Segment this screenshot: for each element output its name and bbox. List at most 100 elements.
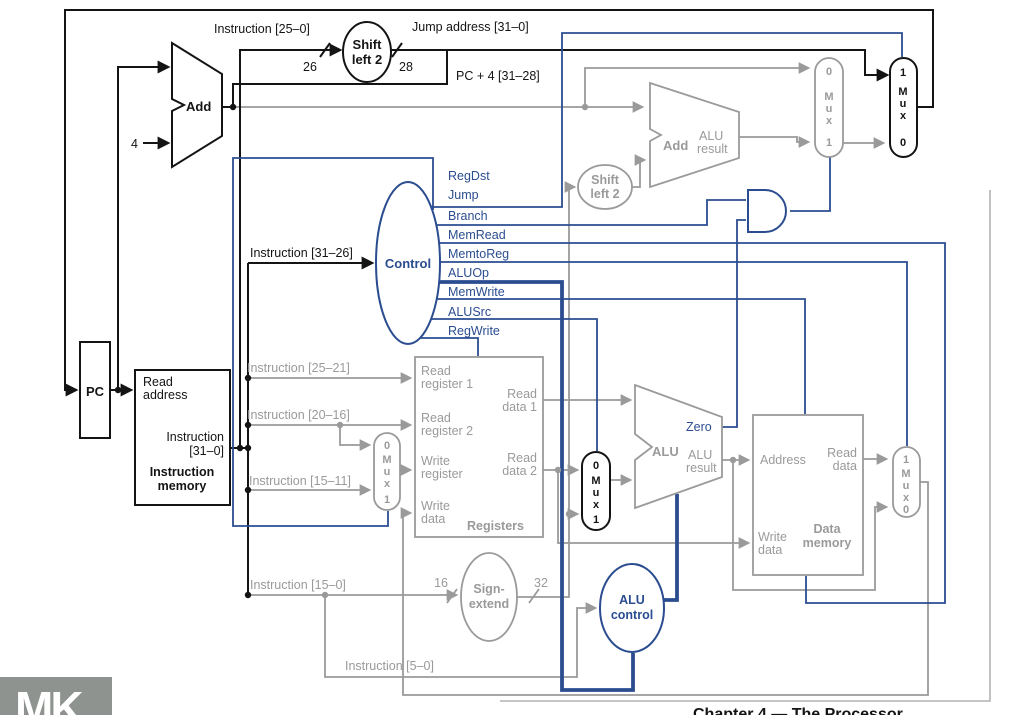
- branch-adder-label: Add: [663, 138, 688, 153]
- label-32: 32: [534, 576, 548, 590]
- branch-adder-result-2: result: [697, 142, 728, 156]
- wire-instr-5-0: [324, 595, 598, 678]
- regs-wd-2: data: [421, 512, 445, 526]
- signal-alusrc: ALUSrc: [448, 305, 491, 319]
- signal-aluop: ALUOp: [448, 266, 489, 280]
- regs-wr-1: Write: [421, 454, 450, 468]
- alusrc-mux: [581, 451, 611, 531]
- regs-rr2-1: Read: [421, 411, 451, 425]
- dmem-wd-1: Write: [758, 530, 787, 544]
- wire-regwrite: [408, 337, 479, 356]
- shift-top-line2: left 2: [352, 52, 382, 67]
- label-instr-31-26: Instruction [31–26]: [250, 246, 353, 260]
- wire-writeback-return: [400, 481, 929, 696]
- imem-name-1: Instruction: [150, 465, 215, 479]
- shift-top-line1: Shift: [353, 37, 383, 52]
- signal-regwrite: RegWrite: [448, 324, 500, 338]
- signal-memread: MemRead: [448, 228, 506, 242]
- regdst-mux-1: 1: [384, 494, 390, 506]
- registers-block: [414, 356, 544, 538]
- shift-left-2-top: [342, 21, 392, 83]
- branch-mux-u: u: [826, 103, 833, 115]
- alusrc-mux-u: u: [593, 487, 600, 499]
- junction-dots-gray: [321, 103, 737, 599]
- wire-alusrc: [408, 318, 598, 451]
- branch-and-gate: [747, 189, 787, 233]
- data-memory-block: [752, 414, 864, 576]
- label-instr-15-0: Instruction [15–0]: [250, 578, 346, 592]
- regdst-mux-x: x: [384, 478, 391, 490]
- regdst-mux-u: u: [384, 466, 391, 478]
- sign-extend: [460, 552, 518, 642]
- publisher-logo-mk: MK: [15, 682, 83, 715]
- alusrc-mux-x: x: [593, 499, 600, 511]
- pc-block: [79, 341, 111, 439]
- alusrc-mux-labels: 0 M u x 1: [591, 460, 600, 526]
- alusrc-mux-1: 1: [593, 514, 599, 526]
- pc-adder-label: Add: [186, 99, 211, 114]
- label-instr-25-0: Instruction [25–0]: [214, 22, 310, 36]
- memtoreg-mux-u: u: [903, 480, 910, 492]
- wire-pc4-to-branch-mux0: [584, 62, 811, 107]
- wire-zero: [722, 219, 746, 428]
- dmem-name-1: Data: [813, 522, 841, 536]
- alusrc-mux-M: M: [591, 475, 600, 487]
- dmem-rd-2: data: [833, 459, 857, 473]
- sign-extend-1: Sign-: [473, 582, 504, 596]
- figure-border: [500, 190, 991, 702]
- wire-shift2-to-adder: [632, 154, 647, 188]
- slash-28: [391, 42, 403, 58]
- regdst-mux-M: M: [382, 454, 391, 466]
- jump-mux-1: 1: [900, 67, 906, 79]
- label-instr-25-21: Instruction [25–21]: [247, 361, 350, 375]
- label-26: 26: [303, 60, 317, 74]
- branch-mux-x: x: [826, 115, 833, 127]
- wire-alu-result-bypass: [732, 460, 889, 591]
- label-28: 28: [399, 60, 413, 74]
- jump-mux-M: M: [898, 86, 907, 98]
- alu-label: ALU: [652, 444, 679, 459]
- branch-mux-M: M: [824, 91, 833, 103]
- memtoreg-mux-labels: 1 M u x 0: [901, 454, 910, 516]
- alu-result-2: result: [686, 461, 717, 475]
- shift-mid-line1: Shift: [591, 173, 620, 187]
- wire-branch: [408, 199, 746, 226]
- wire-memread: [408, 242, 946, 604]
- sign-extend-2: extend: [469, 597, 509, 611]
- wire-regdst: [232, 157, 434, 527]
- memtoreg-mux-M: M: [901, 468, 910, 480]
- jump-mux-labels: 1 M u x 0: [898, 67, 907, 149]
- dmem-wd-2: data: [758, 543, 782, 557]
- shift-mid-line2: left 2: [590, 187, 619, 201]
- wire-read-data2-to-dmem: [557, 470, 751, 549]
- dmem-rd-1: Read: [827, 446, 857, 460]
- imem-out-1: Instruction: [166, 430, 224, 444]
- branch-adder: [649, 81, 740, 189]
- label-instr-5-0: Instruction [5–0]: [345, 659, 434, 673]
- label-4: 4: [131, 137, 138, 151]
- regs-name: Registers: [467, 519, 524, 533]
- memtoreg-mux-1: 1: [903, 454, 909, 466]
- instruction-memory-block: [134, 369, 231, 506]
- regs-rd2-2: data 2: [502, 464, 537, 478]
- dmem-address: Address: [760, 453, 806, 467]
- branch-mux-1: 1: [826, 137, 832, 149]
- regs-rd1-2: data 1: [502, 400, 537, 414]
- jump-mux-u: u: [900, 98, 907, 110]
- signal-regdst: RegDst: [448, 169, 490, 183]
- label-pc4: PC + 4 [31–28]: [456, 69, 540, 83]
- wire-jump-address: [390, 49, 890, 82]
- shift-left-2-mid: [577, 164, 633, 210]
- signal-memtoreg: MemtoReg: [448, 247, 509, 261]
- alu-control-1: ALU: [619, 593, 645, 607]
- branch-mux-labels: 0 M u x 1: [824, 66, 833, 149]
- slash-32: [528, 588, 540, 604]
- regdst-mux: [373, 432, 401, 511]
- wire-and-out: [790, 156, 831, 212]
- alusrc-mux-0: 0: [593, 460, 599, 472]
- control-unit: [375, 181, 441, 345]
- signal-memwrite: MemWrite: [448, 285, 505, 299]
- wire-memtoreg: [408, 261, 908, 446]
- branch-adder-result-1: ALU: [699, 129, 723, 143]
